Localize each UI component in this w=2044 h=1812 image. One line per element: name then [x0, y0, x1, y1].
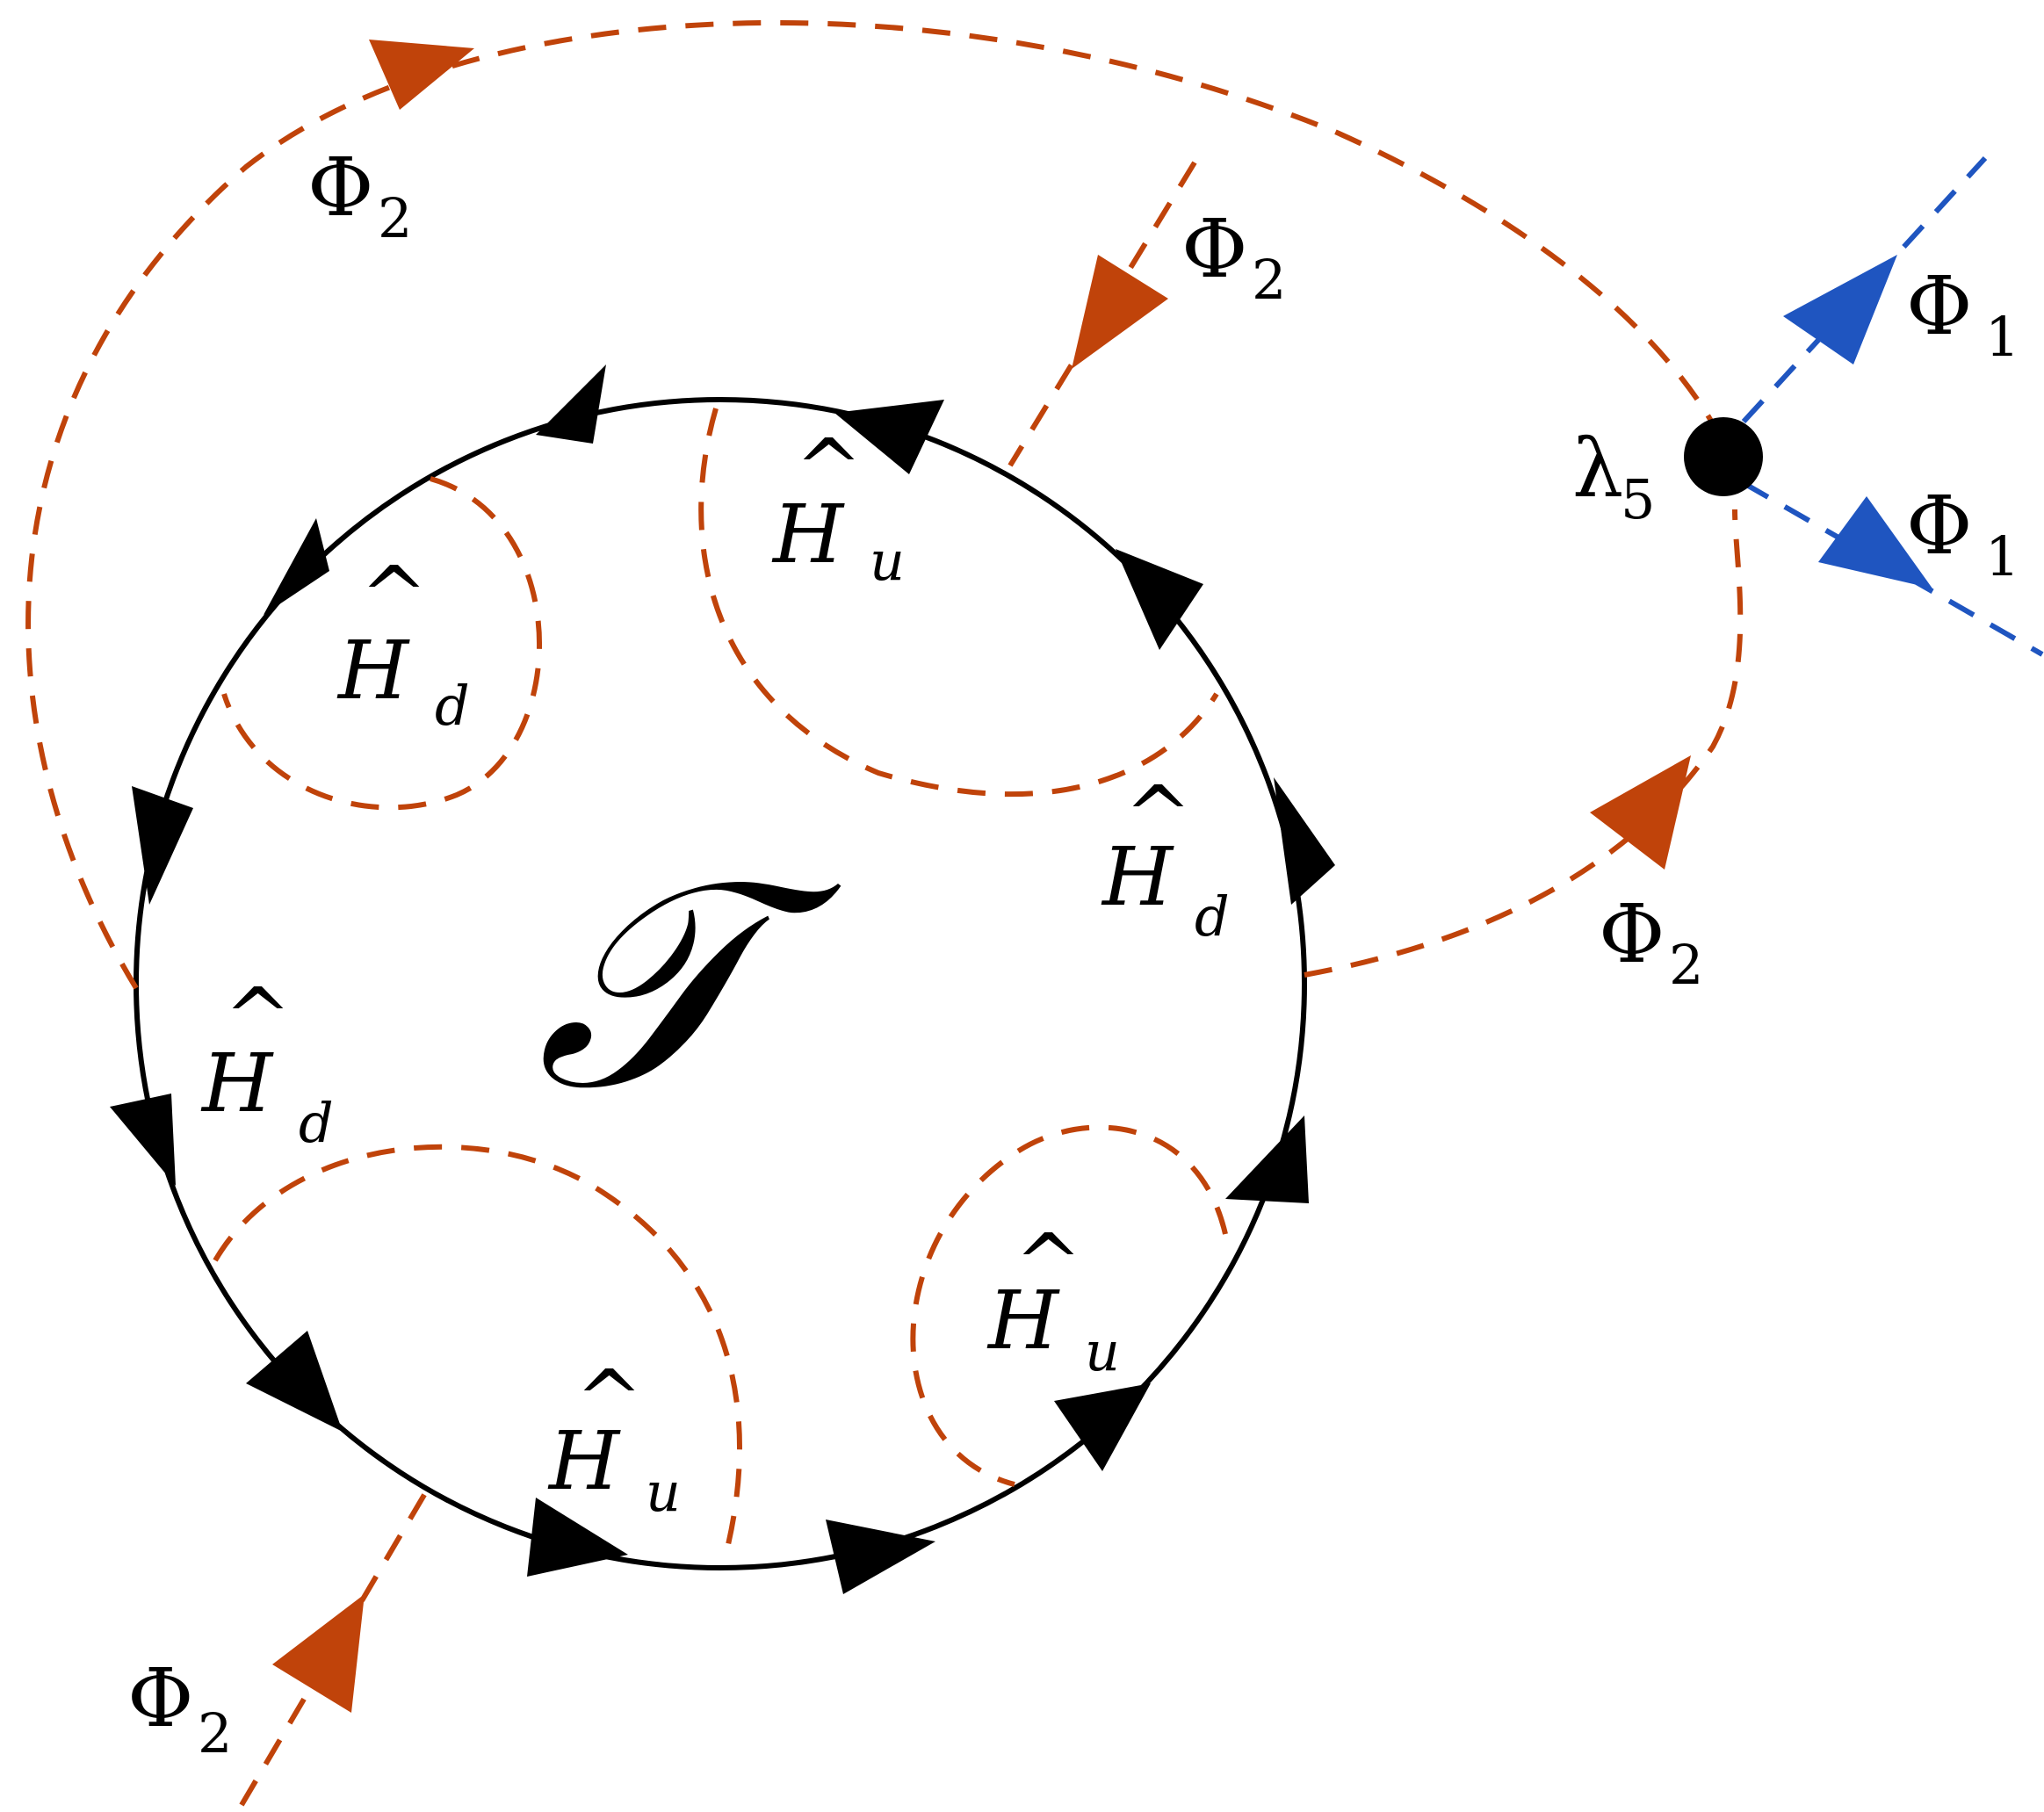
phi1-lines [1741, 155, 2044, 657]
phi2-label-right: Φ 2 [1599, 887, 1703, 997]
phi1-label-upper: Φ 1 [1906, 259, 2019, 369]
hd-accent: ^ [360, 549, 428, 643]
hu-propagator-upper [698, 408, 1219, 798]
hd-base: H [336, 624, 410, 718]
phi1-label-sub: 1 [1985, 305, 2019, 369]
hu-propagator-lower [213, 1144, 742, 1560]
phi2-outer-loop [25, 20, 1724, 990]
loop-arrow-bottom-mid [826, 1520, 935, 1594]
loop-arrow-right-lower [1225, 1115, 1309, 1203]
hd-sub: d [1195, 884, 1230, 949]
phi1-label-lower: Φ 1 [1906, 479, 2019, 588]
vertex-label-sub: 5 [1621, 467, 1655, 531]
phi2-label-sub: 2 [378, 186, 412, 250]
phi2-label-sub: 2 [1252, 248, 1286, 312]
fermion-arrows [110, 365, 1335, 1594]
phi2-arrow-top-left [369, 40, 474, 110]
hu-accent: ^ [795, 422, 863, 516]
phi2-right-external [1304, 509, 1744, 978]
phi1-lower [1742, 480, 2044, 657]
phi2-label-top: Φ 2 [1181, 202, 1286, 312]
hu-sub: u [870, 529, 905, 593]
vertex-label-base: λ [1572, 422, 1623, 516]
phi2-label-base: Φ [1181, 202, 1247, 296]
center-symbol: 𝒯 [536, 816, 844, 1153]
loop-arrow-upper-right [1116, 549, 1203, 650]
phi2-label-sub: 2 [198, 1701, 232, 1765]
phi1-upper [1741, 155, 1988, 424]
internal-propagators [213, 408, 1228, 1560]
hu-label-bottom: ^ H u [547, 1353, 681, 1524]
phi2-top-external [1008, 161, 1197, 467]
hu-base: H [547, 1414, 621, 1508]
loop-arrow-left-lower [110, 1094, 176, 1186]
vertex-label: λ 5 [1572, 422, 1655, 531]
loop-arrow-bottom-right [1054, 1383, 1151, 1471]
hu-accent: ^ [1015, 1216, 1082, 1310]
hd-base: H [200, 1036, 274, 1130]
loop-arrow-left-upper [264, 518, 329, 615]
phi1-arrow-upper [1783, 255, 1897, 365]
hd-base: H [1101, 830, 1174, 924]
hu-base: H [986, 1274, 1060, 1368]
hu-propagator-lower-right [910, 1124, 1228, 1487]
loop-arrow-top-left [536, 365, 606, 444]
loop-arrow-right [1274, 777, 1335, 905]
loop-arrow-top [834, 400, 944, 474]
hd-accent: ^ [1124, 769, 1192, 863]
hu-sub: u [1085, 1319, 1120, 1383]
phi1-label-sub: 1 [1985, 524, 2019, 588]
phi2-bottom-external [239, 1483, 433, 1807]
hd-label-upper-left: ^ H d [336, 549, 470, 738]
hd-accent: ^ [224, 971, 292, 1065]
hu-label-upper: ^ H u [771, 422, 905, 593]
phi1-label-base: Φ [1906, 479, 1972, 573]
hu-base: H [771, 487, 845, 581]
hd-sub: d [299, 1091, 334, 1155]
loop-arrow-bottom-left [246, 1331, 343, 1432]
hd-propagator-upper-left [221, 476, 542, 811]
loop-arrow-left [132, 786, 193, 905]
phi2-label-base: Φ [307, 141, 373, 235]
phi2-arrows [272, 40, 1691, 1713]
hd-label-left: ^ H d [200, 971, 334, 1155]
hd-label-right: ^ H d [1101, 769, 1230, 949]
phi2-label-base: Φ [127, 1651, 193, 1745]
phi1-arrow-lower [1818, 496, 1932, 588]
loop-arrow-bottom-mid-left [527, 1498, 628, 1577]
phi2-label-base: Φ [1599, 887, 1665, 981]
phi2-arrow-top [1072, 255, 1168, 369]
hu-label-lower-right: ^ H u [986, 1216, 1120, 1383]
phi2-label-sub: 2 [1669, 933, 1703, 997]
phi1-arrows [1783, 255, 1932, 588]
phi2-arrow-right [1590, 755, 1691, 870]
lambda5-vertex [1684, 417, 1763, 496]
phi2-arrow-bottom [272, 1594, 365, 1713]
phi2-label-top-left: Φ 2 [307, 141, 412, 250]
phi1-label-base: Φ [1906, 259, 1972, 353]
hu-sub: u [646, 1460, 681, 1524]
phi2-label-bottom: Φ 2 [127, 1651, 232, 1765]
hd-sub: d [435, 674, 470, 738]
hu-accent: ^ [575, 1353, 643, 1447]
